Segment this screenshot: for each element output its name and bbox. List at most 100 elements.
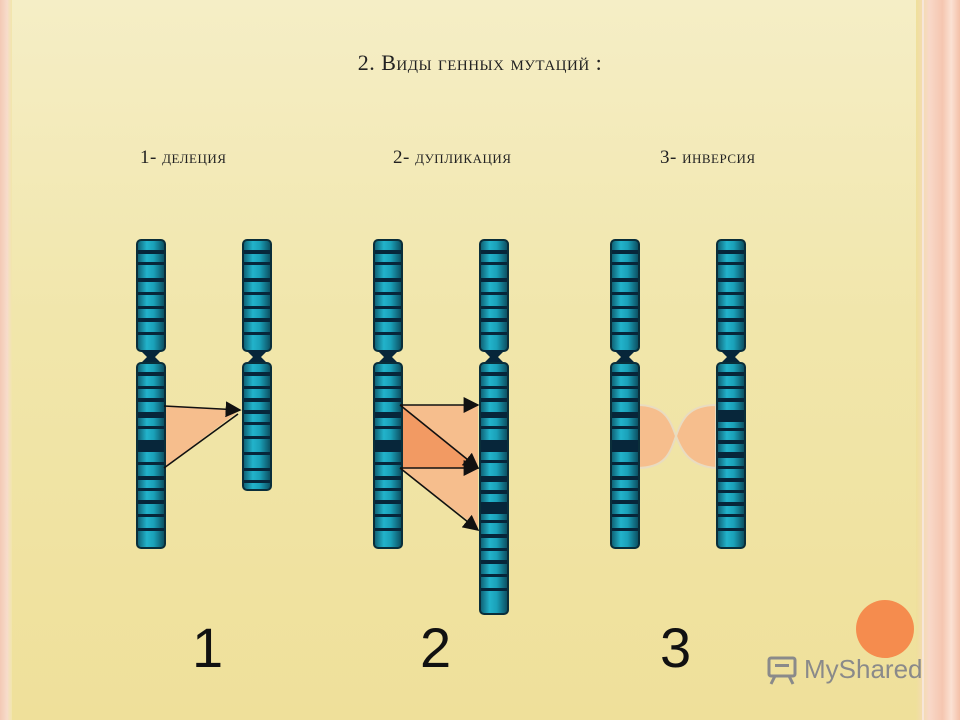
- watermark: MyShared: [766, 654, 923, 685]
- centromere: [720, 350, 742, 364]
- chromosome-band: [375, 250, 401, 254]
- chromosome-band: [138, 426, 164, 429]
- chromosome-band: [481, 262, 507, 265]
- chromosome-band: [481, 490, 507, 494]
- chromosome-band: [244, 372, 270, 376]
- chromosome-band: [138, 318, 164, 322]
- chromosome-band: [138, 412, 164, 418]
- chromosome-band: [375, 372, 401, 376]
- inversion-region: [636, 403, 717, 470]
- label-duplication: 2- дупликация: [393, 147, 512, 168]
- chromosome-1-normal: [136, 239, 166, 549]
- chromosome-band: [375, 386, 401, 389]
- chromosome-band: [718, 292, 744, 295]
- chromosome-long-arm: [479, 362, 509, 615]
- deletion-arrow-top: [163, 401, 242, 418]
- chromosome-band: [481, 440, 507, 452]
- chromosome-band: [138, 372, 164, 376]
- chromosome-band: [481, 332, 507, 335]
- chromosome-band: [612, 426, 638, 429]
- title-text: Виды генных мутаций :: [381, 50, 603, 75]
- chromosome-band: [481, 534, 507, 538]
- chromosome-band: [718, 428, 744, 431]
- chromosome-band: [481, 278, 507, 282]
- chromosome-long-arm: [373, 362, 403, 549]
- chromosome-band: [612, 292, 638, 295]
- chromosome-band: [718, 372, 744, 376]
- chromosome-band: [612, 318, 638, 322]
- chromosome-band: [481, 372, 507, 376]
- chromosome-band: [375, 528, 401, 531]
- chromosome-band: [481, 460, 507, 463]
- chromosome-band: [718, 466, 744, 469]
- chromosome-band: [375, 306, 401, 309]
- chromosome-band: [244, 480, 270, 483]
- chromosome-2-duplicated: [479, 239, 509, 615]
- chromosome-band: [612, 306, 638, 309]
- chromosome-band: [481, 386, 507, 389]
- chromosome-band: [718, 514, 744, 517]
- chromosome-band: [481, 398, 507, 402]
- panel-number-2: 2: [420, 616, 452, 679]
- chromosome-2-normal: [373, 239, 403, 549]
- chromosome-band: [718, 262, 744, 265]
- chromosome-band: [718, 306, 744, 309]
- chromosome-band: [138, 462, 164, 465]
- chromosome-band: [612, 262, 638, 265]
- chromosome-band: [481, 574, 507, 577]
- chromosome-band: [375, 462, 401, 465]
- chromosome-band: [481, 520, 507, 523]
- chromosome-band: [138, 306, 164, 309]
- chromosome-band: [375, 412, 401, 418]
- chromosome-band: [244, 278, 270, 282]
- centromere: [140, 350, 162, 364]
- chromosome-band: [718, 528, 744, 531]
- slide-title: 2. Виды генных мутаций :: [0, 50, 960, 76]
- chromosome-3-inverted: [716, 239, 746, 549]
- chromosome-band: [375, 318, 401, 322]
- chromosome-band: [718, 278, 744, 282]
- chromosome-band: [612, 386, 638, 389]
- chromosome-band: [244, 468, 270, 471]
- chromosome-band: [138, 278, 164, 282]
- label-inversion: 3- инверсия: [660, 147, 756, 168]
- chromosome-band: [244, 422, 270, 425]
- chromosome-band: [138, 440, 164, 452]
- chromosome-long-arm: [242, 362, 272, 491]
- chromosome-band: [718, 490, 744, 493]
- chromosome-band: [481, 318, 507, 322]
- chromosome-band: [612, 412, 638, 418]
- presentation-icon: [767, 656, 797, 685]
- chromosome-band: [138, 528, 164, 531]
- chromosome-band: [612, 278, 638, 282]
- centromere: [614, 350, 636, 364]
- chromosome-band: [481, 250, 507, 254]
- chromosome-band: [612, 488, 638, 491]
- chromosome-band: [481, 426, 507, 429]
- chromosome-band: [375, 278, 401, 282]
- chromosome-band: [718, 478, 744, 482]
- chromosome-band: [718, 332, 744, 335]
- chromosome-band: [612, 528, 638, 531]
- chromosome-band: [481, 412, 507, 418]
- chromosome-band: [612, 398, 638, 402]
- watermark-text: MyShared: [804, 654, 923, 684]
- chromosome-band: [481, 502, 507, 514]
- chromosome-band: [375, 440, 401, 452]
- chromosome-band: [481, 476, 507, 482]
- left-frame-border: [0, 0, 12, 720]
- chromosome-band: [375, 500, 401, 504]
- chromosome-band: [612, 514, 638, 517]
- chromosome-band: [375, 426, 401, 429]
- chromosome-band: [375, 514, 401, 517]
- chromosome-band: [244, 332, 270, 335]
- chromosome-band: [138, 398, 164, 402]
- chromosome-band: [718, 502, 744, 506]
- chromosome-band: [244, 306, 270, 309]
- chromosome-band: [718, 440, 744, 444]
- chromosome-long-arm: [610, 362, 640, 549]
- title-number: 2.: [357, 50, 376, 75]
- chromosome-band: [244, 410, 270, 414]
- panel-number-1: 1: [192, 616, 224, 679]
